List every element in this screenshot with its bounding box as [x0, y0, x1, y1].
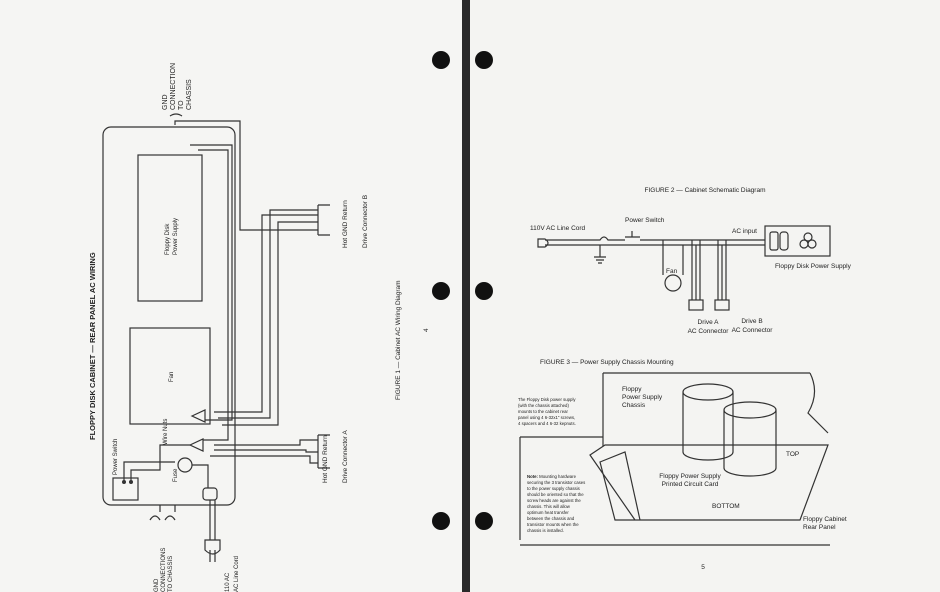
svg-text:mounts to the cabinet rear: mounts to the cabinet rear — [518, 409, 568, 414]
rear-panel-label-1: Floppy Cabinet — [803, 516, 847, 523]
gnd-connections-label-2: CONNECTIONS — [161, 548, 167, 592]
power-switch-label: Power Switch — [113, 439, 119, 475]
figure-2-caption: FIGURE 2 — Cabinet Schematic Diagram — [644, 187, 765, 194]
wire-nuts-label: Wire Nuts — [163, 419, 169, 445]
ac-input-label: AC input — [732, 228, 757, 235]
figure-3-caption: FIGURE 3 — Power Supply Chassis Mounting — [540, 359, 674, 366]
svg-text:between the chassis and: between the chassis and — [527, 516, 575, 521]
capacitors — [682, 383, 777, 477]
left-page-title: FLOPPY DISK CABINET — REAR PANEL AC WIRI… — [88, 252, 97, 440]
svg-text:should be oriented so that the: should be oriented so that the — [527, 492, 584, 497]
drive-a-connector-symbol — [688, 299, 704, 311]
chassis-label-1: Floppy — [622, 386, 642, 393]
svg-text:screw heads are against the: screw heads are against the — [527, 498, 581, 503]
svg-text:transistor mounts when the: transistor mounts when the — [527, 522, 579, 527]
ac-line-cord-label: AC Line Cord — [234, 556, 240, 592]
drive-connector-b-label: Drive Connector B — [362, 195, 369, 248]
rear-panel-label-2: Rear Panel — [803, 524, 836, 531]
svg-text:4 spacers and 4 6-32 kepnuts.: 4 spacers and 4 6-32 kepnuts. — [518, 421, 576, 426]
drive-b-label-2: AC Connector — [732, 327, 774, 334]
svg-text:chassis. This will allow: chassis. This will allow — [527, 504, 571, 509]
pcb-label-2: Printed Circuit Card — [662, 481, 719, 488]
rear-panel-outline — [102, 126, 236, 506]
drive-b-label-1: Drive B — [741, 318, 762, 325]
power-supply-label-1: Floppy Disk — [165, 223, 171, 255]
chassis-label-3: Chassis — [622, 402, 646, 409]
drive-connector-b-symbol — [317, 204, 330, 236]
wire-nuts-symbol — [188, 409, 206, 452]
power-supply-symbol — [764, 225, 831, 257]
svg-text:chassis is installed.: chassis is installed. — [527, 528, 564, 533]
svg-text:optimum heat transfer: optimum heat transfer — [527, 510, 569, 515]
svg-text:The Floppy Disk power supply: The Floppy Disk power supply — [518, 397, 576, 402]
svg-text:securing the 3 transistor case: securing the 3 transistor cases — [527, 480, 585, 485]
gnd-connectors — [149, 515, 176, 521]
ac-plug-icon — [204, 539, 221, 562]
hot-gnd-return-b-label: Hot GND Return — [342, 200, 349, 248]
drive-b-connector-symbol — [714, 299, 730, 311]
schematic-wires — [537, 231, 765, 264]
fan-label: Fan — [666, 268, 678, 275]
pcb-label-1: Floppy Power Supply — [659, 473, 721, 480]
gnd-connections-label-1: GND — [154, 578, 160, 592]
left-page — [0, 0, 462, 592]
branch-wires — [662, 240, 727, 300]
gnd-connector-top — [169, 113, 183, 117]
drive-connector-a-label: Drive Connector A — [342, 430, 349, 483]
fan-label: Fan — [169, 372, 175, 382]
chassis-label-2: Power Supply — [622, 394, 663, 401]
svg-text:panel using 4 6-32x1" screws,: panel using 4 6-32x1" screws, — [518, 415, 575, 420]
fuse-label: Fuse — [173, 468, 179, 482]
drive-a-label-2: AC Connector — [688, 328, 730, 335]
page-number-5: 5 — [701, 564, 705, 571]
figure-2-schematic: FIGURE 2 — Cabinet Schematic Diagram 110… — [530, 187, 852, 335]
svg-text:to the power supply chassis: to the power supply chassis — [527, 486, 580, 491]
drive-connector-a-symbol — [317, 434, 330, 469]
gnd-top-label-4: CHASSIS — [186, 79, 193, 110]
mount-note: The Floppy Disk power supply (with the c… — [518, 397, 576, 426]
gnd-top-label-1: GND — [162, 94, 169, 110]
top-label: TOP — [786, 451, 799, 458]
power-supply-label-2: Power Supply — [173, 218, 179, 255]
fan-symbol — [664, 274, 682, 292]
fan-box — [129, 327, 211, 425]
page-number-4: 4 — [423, 328, 430, 332]
pcb-outline — [589, 444, 829, 521]
bottom-label: BOTTOM — [712, 503, 740, 510]
svg-text:Note: Mounting hardware: Note: Mounting hardware — [527, 474, 577, 479]
binder-holes — [432, 51, 493, 530]
hot-gnd-return-a-label: Hot GND Return — [322, 435, 329, 483]
wiring — [123, 120, 318, 540]
drive-a-label-1: Drive A — [698, 319, 720, 326]
transistor-note: Note: Mounting hardware securing the 3 t… — [527, 474, 585, 533]
ac-110-label: 110 AC — [225, 572, 231, 592]
figure-1-caption: FIGURE 1 — Cabinet AC Wiring Diagram — [395, 280, 402, 400]
page-gutter — [462, 0, 470, 592]
power-supply-box — [137, 154, 203, 302]
rear-panel-outline — [519, 372, 830, 546]
gnd-top-label-2: CONNECTION — [170, 63, 177, 110]
gnd-top-label-3: TO — [178, 100, 185, 110]
svg-text:(with the chassis attached): (with the chassis attached) — [518, 403, 569, 408]
power-supply-label: Floppy Disk Power Supply — [775, 263, 852, 270]
right-page — [470, 0, 940, 592]
figure-1-wiring-diagram: FLOPPY DISK CABINET — REAR PANEL AC WIRI… — [88, 63, 430, 592]
figure-3-chassis-mounting: FIGURE 3 — Power Supply Chassis Mounting… — [518, 359, 847, 571]
line-cord-label: 110V AC Line Cord — [530, 225, 586, 232]
gnd-connections-label-3: TO CHASSIS — [168, 556, 174, 592]
power-switch-symbol — [112, 477, 139, 501]
power-switch-label: Power Switch — [625, 217, 665, 224]
